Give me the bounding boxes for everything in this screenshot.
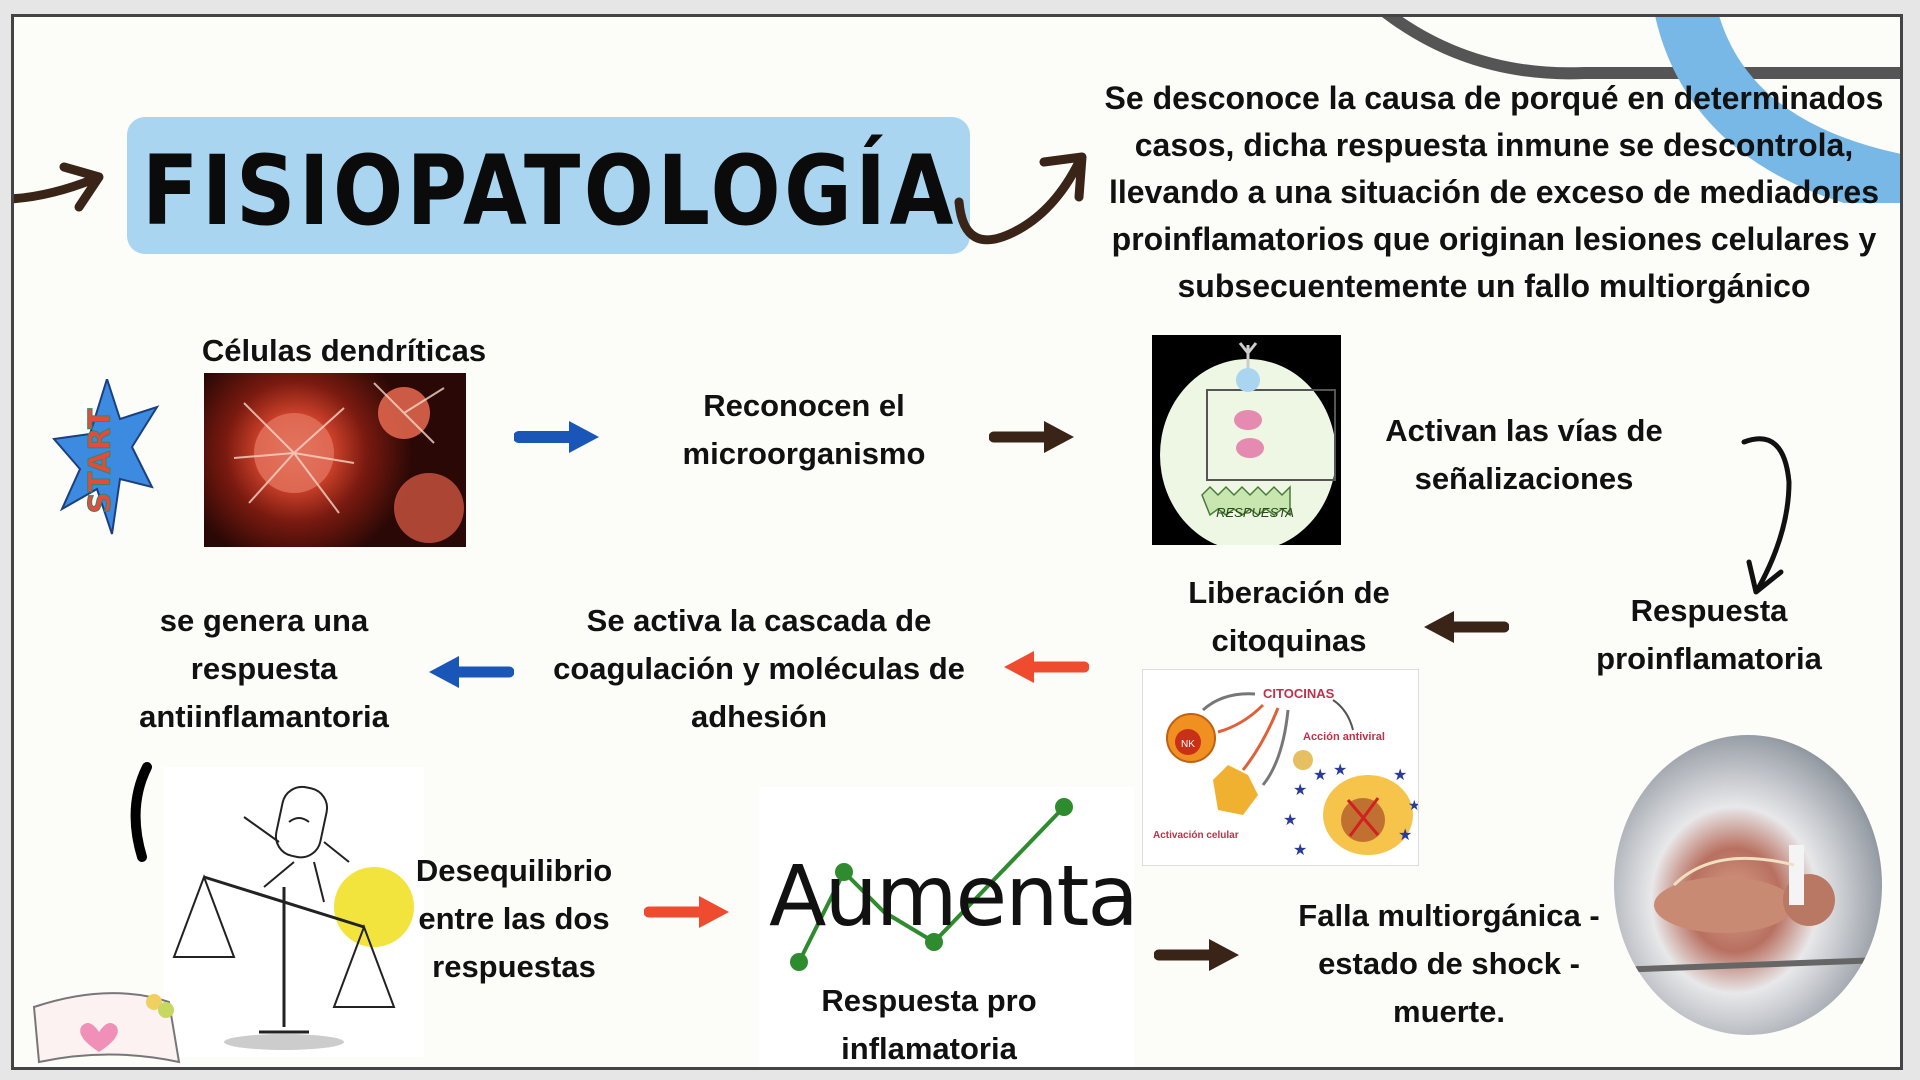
start-star-icon: START	[52, 379, 160, 535]
svg-text:★: ★	[1283, 812, 1297, 829]
arrow-left-brown-icon	[1424, 611, 1509, 643]
arrow-right-red-icon	[644, 896, 729, 928]
intro-paragraph: Se desconoce la causa de porqué en deter…	[1104, 80, 1884, 305]
cytokines-image: CITOCINAS NK Acción antiviral ★★★ ★★★ ★★…	[1142, 669, 1419, 866]
nurse-cap-icon	[32, 992, 181, 1064]
page-title: FISIOPATOLOGÍA	[142, 135, 957, 247]
increase-word: Aumenta	[769, 847, 1139, 945]
curved-arrow-icon	[954, 152, 1087, 245]
arrow-left-red-icon	[1004, 651, 1089, 683]
increase-graphic: Aumenta Respuesta pro inflamatoria	[759, 787, 1139, 1067]
svg-text:★: ★	[1333, 762, 1347, 779]
node-dendritic-cells: Células dendríticas	[201, 333, 487, 368]
svg-text:★: ★	[1293, 842, 1307, 859]
trend-line-icon	[790, 798, 1073, 971]
curved-down-arrow-icon	[1741, 436, 1792, 595]
arrow-right-brown-bottom-icon	[1154, 939, 1239, 971]
node-coagulation: Se activa la cascada de coagulación y mo…	[553, 603, 965, 735]
node-recognize: Reconocen el microorganismo	[682, 388, 926, 472]
node-signaling: Activan las vías de señalizaciones	[1385, 413, 1663, 497]
svg-text:★: ★	[1408, 797, 1418, 813]
dendritic-cell-image	[204, 373, 466, 547]
svg-text:★: ★	[1393, 767, 1407, 784]
node-antiinflammatory: se genera una respuesta antiinflamantori…	[139, 603, 389, 735]
signaling-pathway-image: RESPUESTA	[1152, 335, 1341, 545]
svg-text:★: ★	[1313, 767, 1327, 784]
decorative-curves	[1381, 17, 1900, 203]
dendritic-cell-icon	[233, 382, 464, 543]
patient-photo	[1614, 735, 1882, 1035]
cyto-nk-label: NK	[1181, 739, 1195, 750]
scale-imbalance-icon	[164, 767, 424, 1057]
arrow-left-blue-icon	[429, 656, 514, 688]
bracket-icon	[130, 762, 152, 862]
node-failure: Falla multiorgánica - estado de shock - …	[1298, 898, 1600, 1030]
signal-response-label: RESPUESTA	[1216, 505, 1294, 520]
svg-text:★: ★	[1398, 827, 1412, 844]
increase-caption: Respuesta pro inflamatoria	[821, 983, 1037, 1067]
slide: FISIOPATOLOGÍA Se desconoce la causa de …	[11, 14, 1903, 1070]
entry-arrow-icon	[14, 162, 104, 212]
node-proinflammatory: Respuesta proinflamatoria	[1596, 593, 1822, 677]
cyto-title: CITOCINAS	[1263, 686, 1335, 701]
node-imbalance: Desequilibrio entre las dos respuestas	[415, 853, 613, 985]
start-label: START	[83, 408, 118, 514]
svg-text:★: ★	[1293, 782, 1307, 799]
cyto-activation-label: Activación celular	[1153, 830, 1239, 841]
arrow-right-blue-icon	[514, 421, 599, 453]
title-background	[127, 117, 970, 254]
arrow-right-brown-icon	[989, 421, 1074, 453]
cyto-antiviral-label: Acción antiviral	[1303, 731, 1385, 743]
node-cytokines: Liberación de citoquinas	[1188, 575, 1390, 659]
